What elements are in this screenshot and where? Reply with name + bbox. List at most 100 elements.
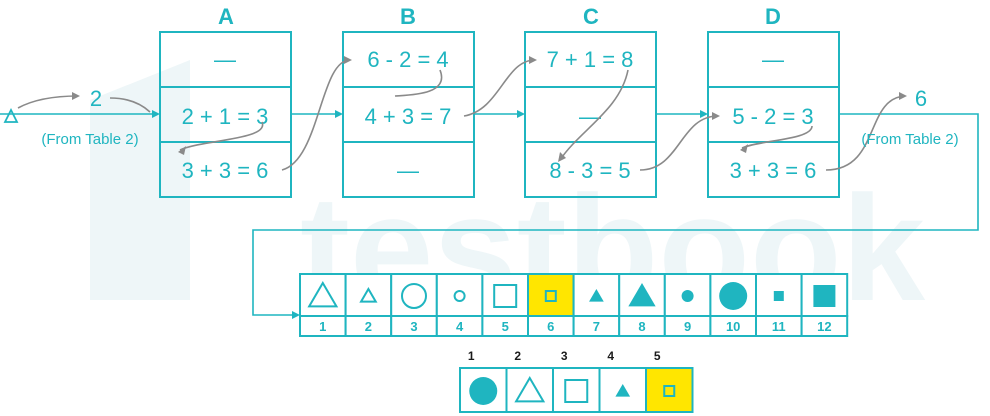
symbol-cell-box: [299, 273, 347, 317]
answer-cell-box: [505, 367, 554, 413]
arrow-head-icon: [712, 112, 720, 120]
cell-d-3: [707, 141, 840, 198]
symbol-index: 12: [817, 319, 831, 334]
symbol-cell-box: [481, 273, 529, 317]
cell-c-1-text: 7 + 1 = 8: [547, 47, 634, 72]
circle-filled-large-icon: [469, 377, 498, 405]
cell-b-3-text: —: [397, 158, 419, 183]
curve-b2-c1: [463, 59, 536, 117]
symbol-cell-box: [435, 273, 484, 317]
cell-c-3: [524, 141, 657, 198]
symbol-cell-box: [527, 273, 575, 317]
curve-c3-d2: [639, 115, 719, 171]
answer-index: 5: [654, 349, 661, 363]
triangle-outline-small-icon: [3, 107, 19, 123]
answer-cell-5: 5: [645, 349, 694, 413]
square-filled-large-icon: [813, 285, 836, 307]
answer-cell-box: [645, 367, 694, 413]
symbol-cell-8: 8: [618, 273, 666, 337]
watermark-logo-icon: [90, 60, 190, 300]
arrow-head-icon: [72, 92, 80, 100]
square-outline-small-icon: [663, 385, 676, 397]
curve-d2-d3: [741, 125, 813, 149]
curve-d3-out: [825, 95, 906, 171]
triangle-filled-large-icon: [628, 283, 656, 307]
triangle-outline-small-icon: [359, 287, 378, 303]
symbol-cell-3: 3: [390, 273, 438, 337]
circle-outline-large-icon: [401, 283, 427, 309]
symbol-cell-10: 10: [709, 273, 758, 337]
start-value: 2: [90, 86, 102, 111]
column-c: 7 + 1 = 8 — 8 - 3 = 5: [524, 31, 657, 198]
arrow-head-icon: [740, 144, 748, 153]
end-value: 6: [915, 86, 927, 111]
flow-arrow-icon: [152, 110, 160, 118]
curve-a2-a3: [179, 121, 264, 151]
symbol-index: 10: [726, 319, 740, 334]
symbol-index: 3: [410, 319, 417, 334]
symbol-cell-7: 7: [572, 273, 621, 337]
column-header-d: D: [765, 4, 781, 29]
symbol-index: 7: [593, 319, 600, 334]
column-a: — 2 + 1 = 3 3 + 3 = 6: [159, 31, 292, 198]
connector-curves: [178, 56, 907, 171]
column-header-b: B: [400, 4, 416, 29]
index-cell-box: [800, 315, 849, 337]
cell-c-2-text: —: [579, 104, 601, 129]
answer-index: 1: [468, 349, 475, 363]
arrow-head-icon: [344, 56, 352, 64]
symbol-index: 5: [502, 319, 509, 334]
start-note: (From Table 2): [41, 131, 138, 148]
symbol-cell-5: 5: [481, 273, 529, 337]
symbol-cell-box: [344, 273, 393, 317]
answer-cell-2: 2: [505, 349, 554, 413]
flow-arrow-icon: [700, 110, 708, 118]
triangle-outline-large-icon: [307, 281, 339, 308]
flow-arrow-icon: [335, 110, 343, 118]
flow-segment-loop: [252, 113, 979, 316]
answer-cell-1: 1: [459, 349, 508, 413]
column-header-c: C: [583, 4, 599, 29]
symbol-cell-11: 11: [755, 273, 803, 337]
cell-d-1-text: —: [762, 47, 784, 72]
cell-d-2-text: 5 - 2 = 3: [732, 104, 813, 129]
flow-arrow-icon: [517, 110, 525, 118]
symbol-index: 1: [319, 319, 326, 334]
square-outline-large-icon: [493, 284, 518, 308]
triangle-outline-large-icon: [514, 376, 546, 403]
square-outline-small-icon: [544, 290, 557, 302]
circle-outline-small-icon: [453, 290, 466, 302]
symbol-index: 2: [365, 319, 372, 334]
triangle-filled-small-icon: [589, 289, 604, 302]
cell-b-1-text: 6 - 2 = 4: [367, 47, 448, 72]
answer-index: 3: [561, 349, 568, 363]
column-d: — 5 - 2 = 3 3 + 3 = 6: [707, 31, 840, 198]
cell-d-3-text: 3 + 3 = 6: [730, 158, 817, 183]
cell-c-3-text: 8 - 3 = 5: [549, 158, 630, 183]
symbol-cell-6: 6: [527, 273, 575, 337]
square-filled-small-icon: [773, 291, 784, 301]
arrow-start-curve: [17, 95, 79, 109]
circle-filled-large-icon: [719, 282, 748, 310]
answer-cell-3: 3: [552, 349, 601, 413]
symbol-cell-12: 12: [800, 273, 849, 337]
symbol-cell-box: [572, 273, 621, 317]
arrow-head-icon: [529, 56, 537, 64]
cell-b-2-text: 4 + 3 = 7: [365, 104, 452, 129]
cell-a-3: [159, 141, 292, 198]
cell-a-1-text: —: [214, 47, 236, 72]
square-outline-large-icon: [564, 379, 589, 403]
end-note: (From Table 2): [861, 131, 958, 148]
symbol-index: 8: [638, 319, 645, 334]
curve-c1-c3: [559, 69, 629, 161]
answer-cell-box: [552, 367, 601, 413]
cell-b-3: [342, 141, 475, 198]
curve-b1-b2: [394, 69, 443, 97]
cell-a-2-text: 2 + 1 = 3: [182, 104, 269, 129]
curve-a3-b1: [281, 59, 351, 171]
column-b: 6 - 2 = 4 4 + 3 = 7 —: [342, 31, 475, 198]
start-input: 2 (From Table 2): [3, 86, 151, 148]
